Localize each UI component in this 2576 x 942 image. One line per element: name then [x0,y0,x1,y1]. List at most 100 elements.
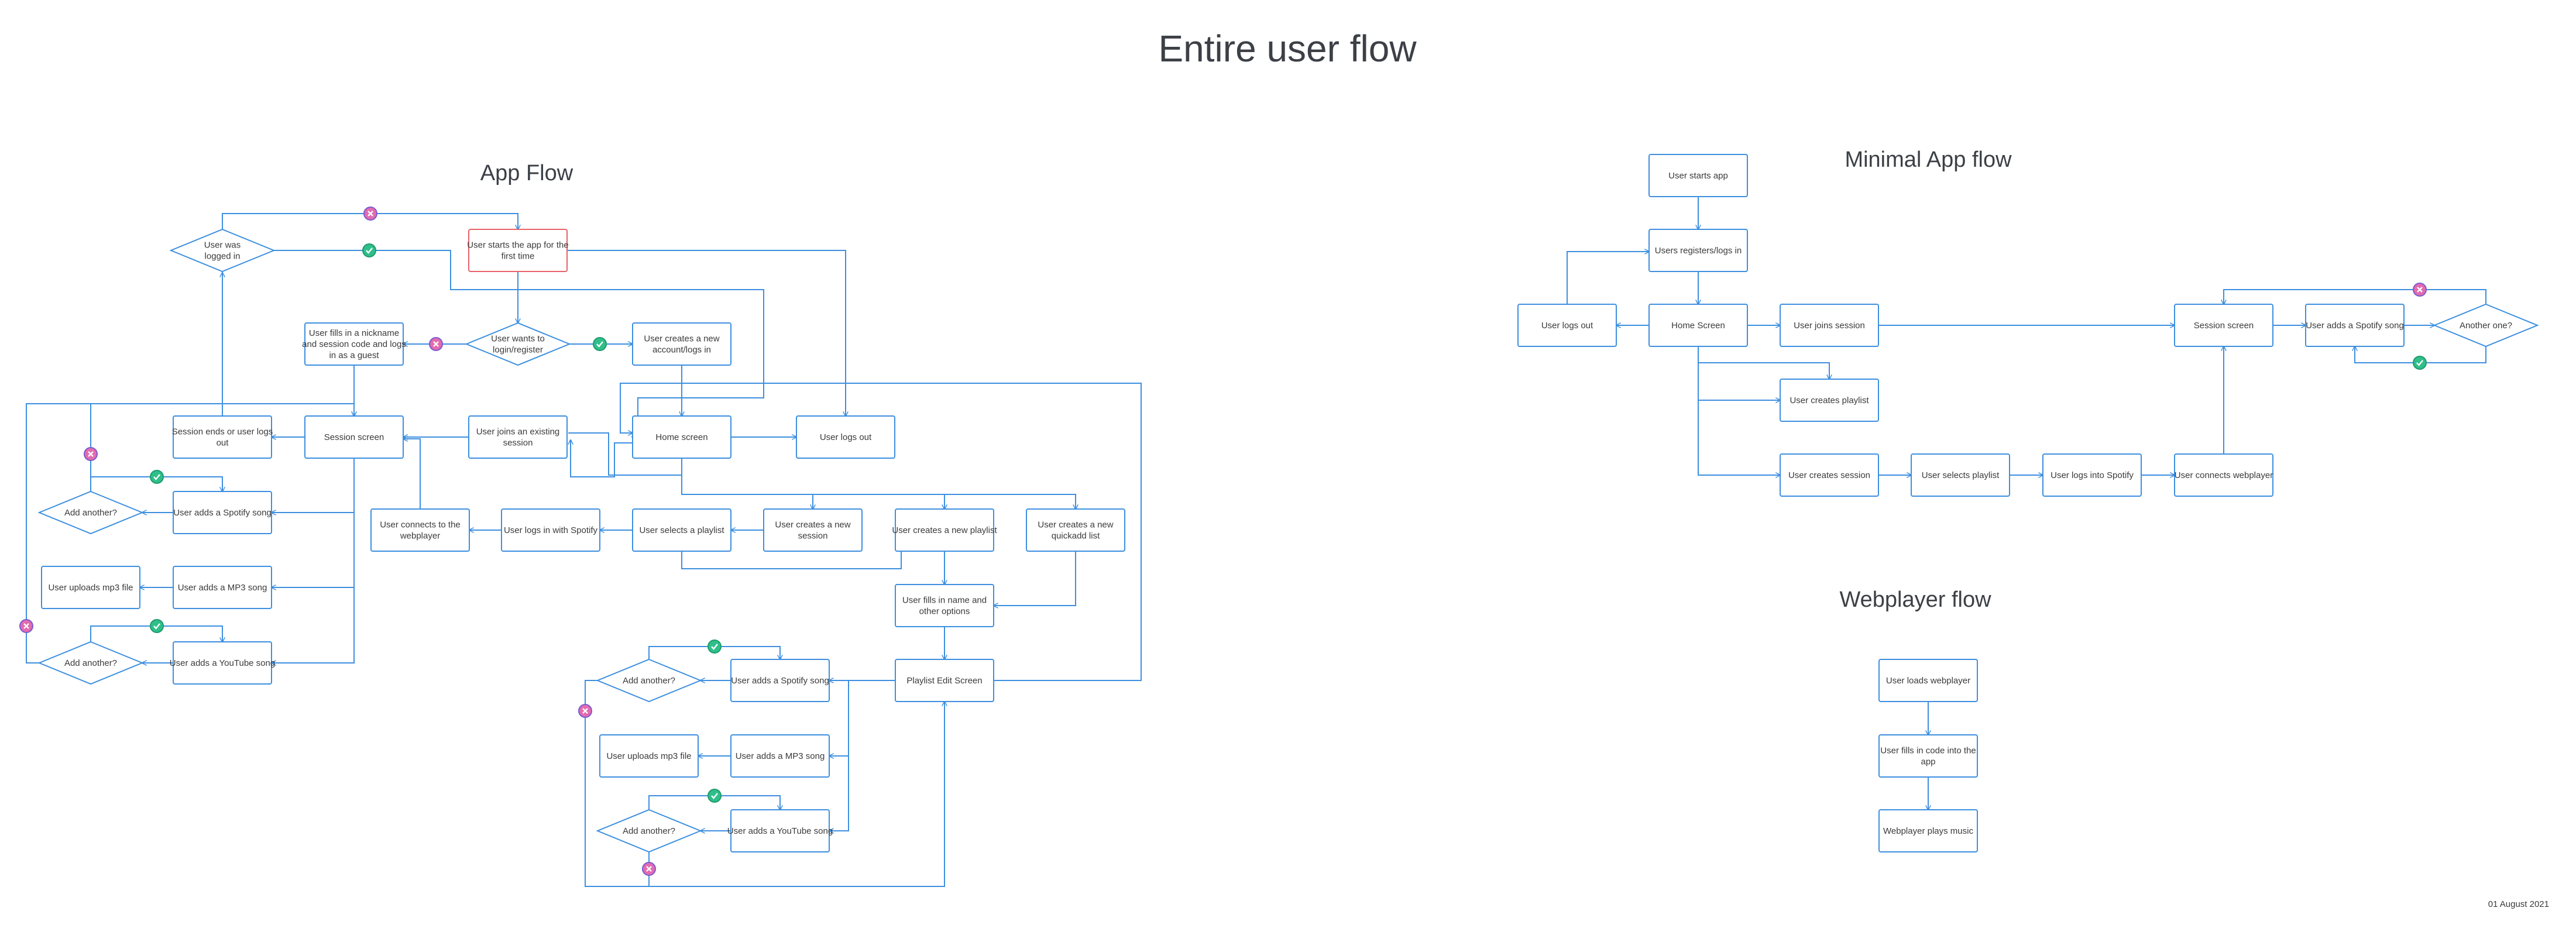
node-a-upload2: User uploads mp3 file [599,734,699,778]
node-label: User uploads mp3 file [48,583,133,593]
cross-mark [2417,287,2423,293]
node-m-start: User starts app [1648,154,1748,197]
node-label: Webplayer plays music [1883,826,1973,836]
connector-59 [1698,400,1780,475]
node-label: User was [204,240,241,250]
node-w-load: User loads webplayer [1878,659,1978,702]
process-shape [895,659,994,702]
node-label: User adds a MP3 song [178,583,267,593]
process-shape [41,566,140,609]
node-m-another: Another one? [2433,303,2539,348]
no-badge-9 [578,704,592,718]
node-a-upload1: User uploads mp3 file [41,566,140,609]
node-a-new-playlist: User creates a new playlist [892,508,997,552]
connector-58 [1698,346,1780,400]
process-shape [2042,453,2142,497]
node-m-playlist: User creates playlist [1780,379,1879,422]
page-title: Entire user flow [1158,27,1417,70]
check-icon [150,619,164,633]
connector-15 [681,458,813,509]
process-shape [895,584,994,627]
node-label: first time [502,252,535,262]
node-label: Add another? [623,676,675,686]
node-label: User starts the app for the [467,240,568,250]
cross-mark [88,451,94,457]
section-title-webplayer-flow: Webplayer flow [1839,587,1991,612]
process-shape [632,415,731,459]
node-a-logout: User logs out [796,415,895,459]
node-m-login: User logs into Spotify [2042,453,2142,497]
node-label: Home screen [655,432,707,442]
node-label: login/register [493,345,543,355]
node-label: User creates a new [775,520,850,530]
node-w-play: Webplayer plays music [1878,809,1978,852]
node-label: in as a guest [329,350,379,360]
node-label: Add another? [64,658,117,668]
process-shape [173,641,272,685]
node-label: User selects a playlist [639,525,724,535]
node-a-start: User starts the app for the first time [467,229,569,272]
no-badge-11 [642,862,656,876]
connector-57 [1698,346,1829,379]
node-label: User fills in a nickname [309,328,399,338]
process-shape [1780,379,1879,422]
check-mark [596,341,603,348]
node-label: Playlist Edit Screen [906,676,982,686]
node-m-logout: User logs out [1517,304,1617,347]
node-label: session [798,531,828,541]
section-title-app-flow: App Flow [480,161,573,185]
node-label: Session ends or user logs [172,427,273,437]
check-mark [366,247,373,254]
process-shape [2305,304,2405,347]
node-label: webplayer [400,531,440,541]
process-shape [1911,453,2010,497]
node-a-mp3-2: User adds a MP3 song [730,734,830,778]
process-shape [796,415,895,459]
node-label: Add another? [623,826,675,836]
process-shape [304,415,404,459]
node-a-session: Session screen [304,415,404,459]
process-shape [1878,659,1978,702]
no-badge-12 [2413,283,2427,297]
node-label: User joins session [1794,321,1865,331]
check-mark [153,474,160,480]
check-mark [711,644,718,650]
yes-badge-1 [362,243,376,257]
process-shape [1648,229,1748,272]
node-label: Another one? [2460,321,2512,331]
decision-shape [37,641,144,685]
node-label: User loads webplayer [1886,676,1970,686]
yes-badge-8 [707,640,722,654]
check-icon [707,640,722,654]
cross-mark [582,708,588,714]
decision-shape [169,228,276,273]
node-m-csession: User creates session [1780,453,1879,497]
process-shape [895,508,994,552]
process-shape [1780,453,1879,497]
connector-17 [944,494,1076,509]
connector-46 [26,403,91,663]
decision-shape [37,490,144,535]
node-label: User adds a MP3 song [736,751,825,761]
node-a-home: Home screen [632,415,731,459]
process-shape [173,566,272,609]
node-label: Home Screen [1671,321,1725,331]
connector-26 [620,383,1142,681]
node-label: other options [919,607,970,617]
process-shape [730,734,830,778]
node-a-spotify1: User adds a Spotify song [173,491,272,534]
process-shape [1648,154,1748,197]
node-m-connect: User connects webplayer [2174,453,2273,497]
node-label: User adds a Spotify song [2306,321,2404,331]
connector-13 [571,440,633,477]
node-label: quickadd list [1052,531,1100,541]
node-label: User fills in name and [902,596,987,606]
decision-shape [596,658,702,703]
node-a-youtube1: User adds a YouTube song [170,641,275,685]
connector-16 [813,494,944,509]
process-shape [1648,304,1748,347]
